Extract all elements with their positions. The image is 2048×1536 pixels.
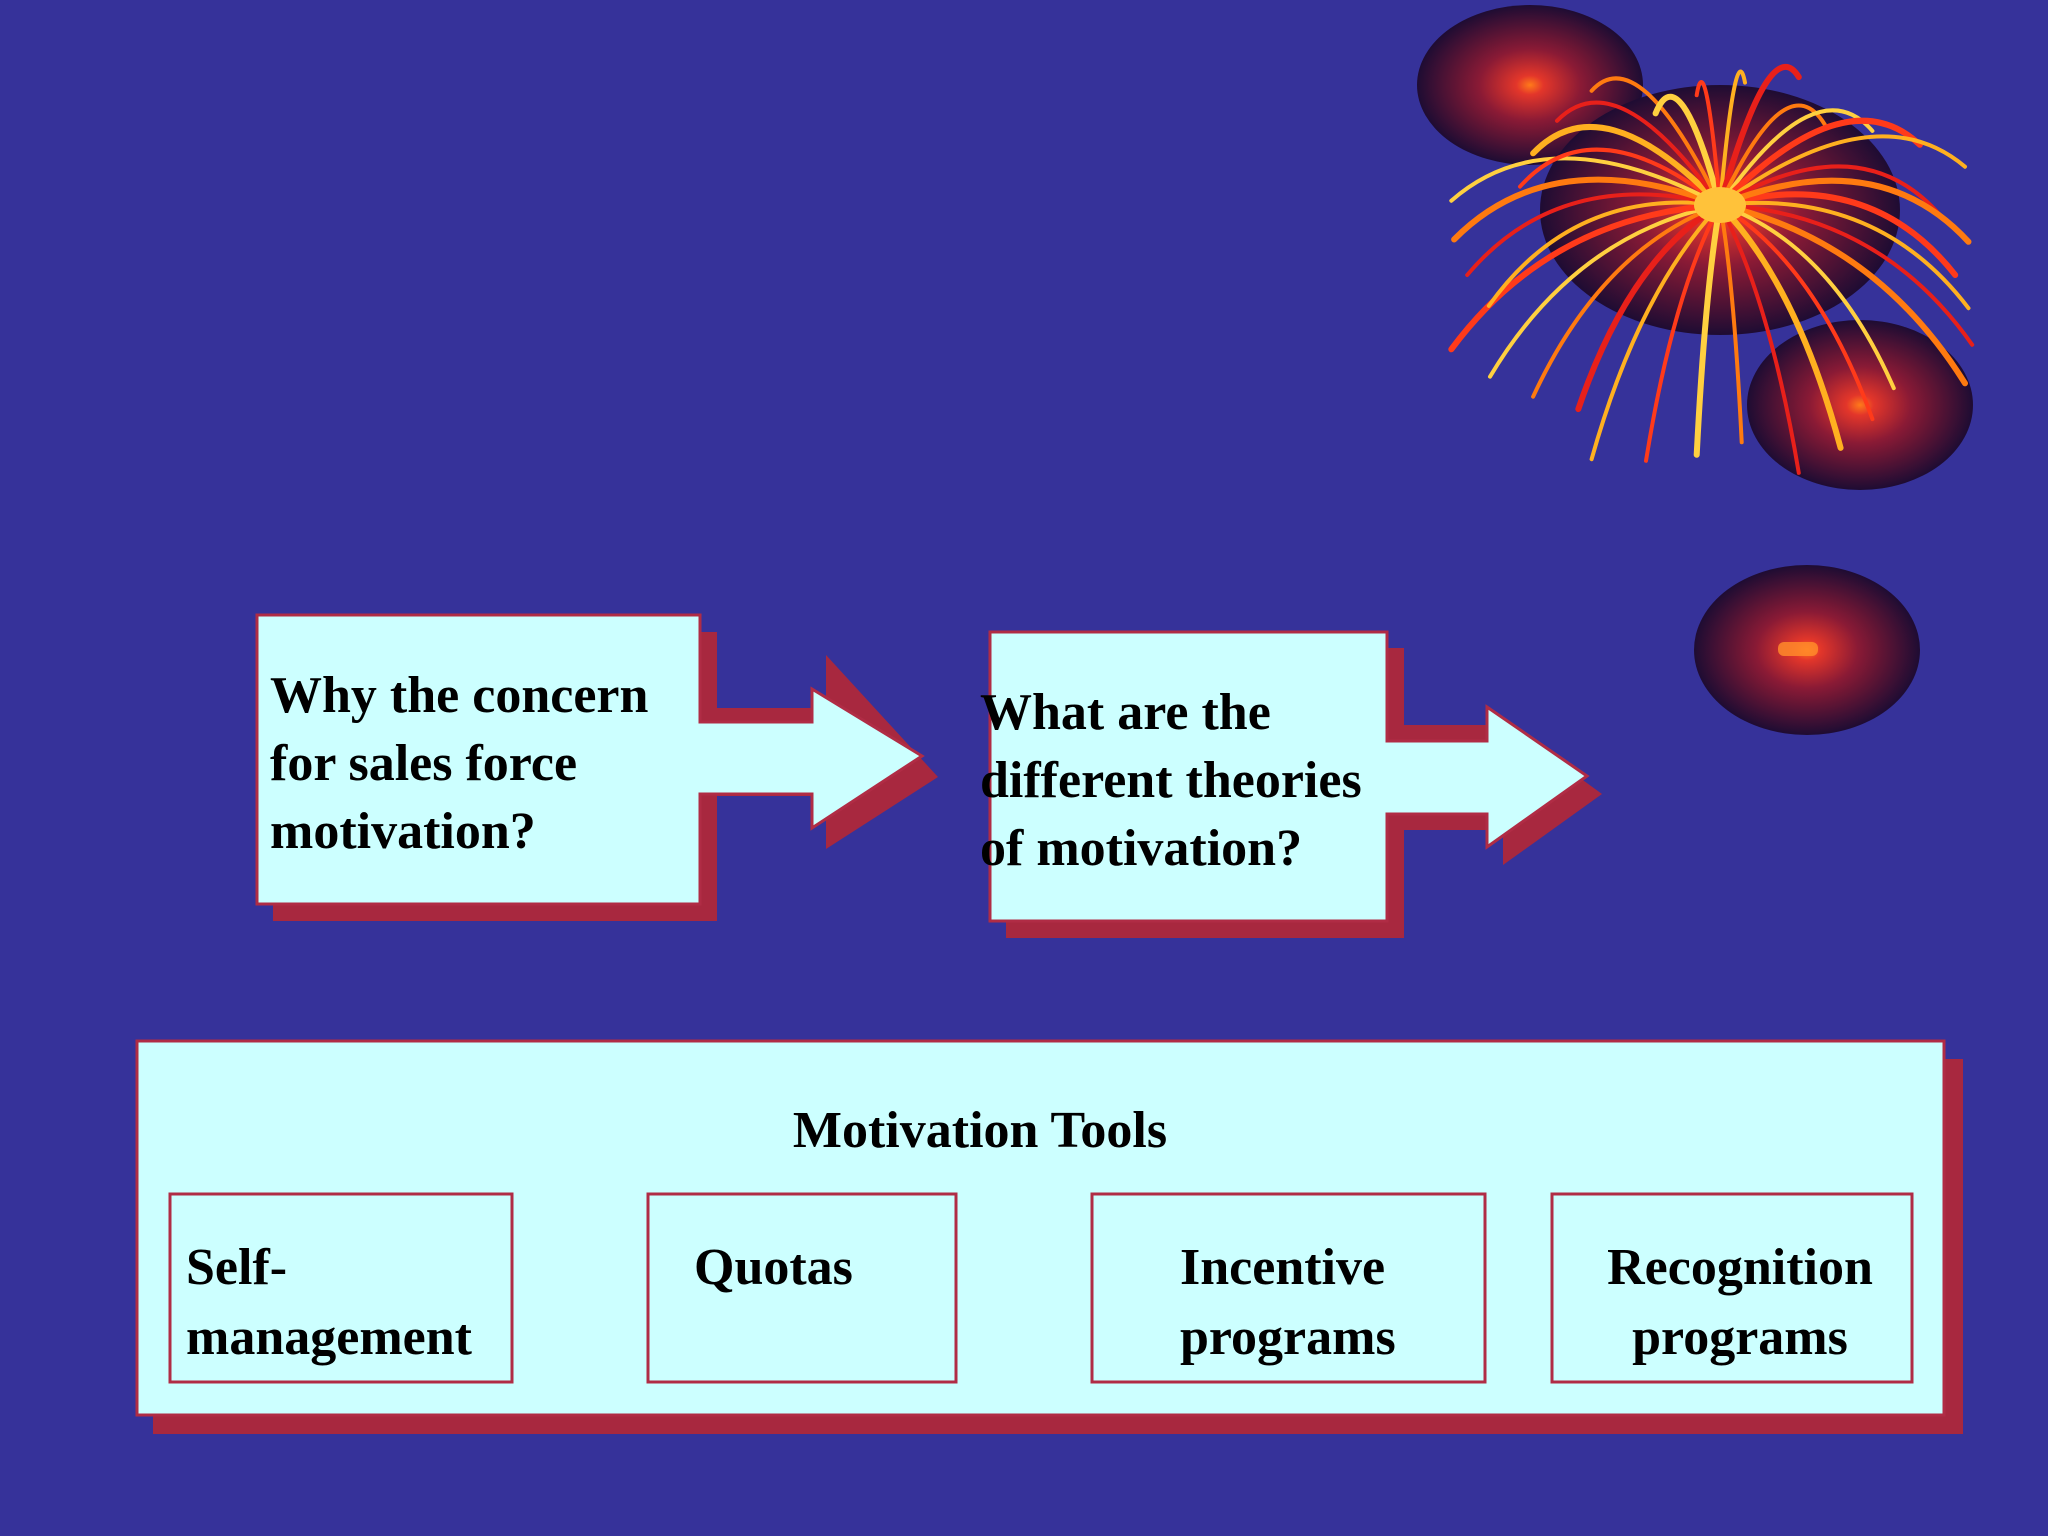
spark-ray — [1644, 203, 1722, 463]
tool-box-quotas — [646, 1192, 958, 1384]
spark-ray — [1717, 191, 1959, 278]
spark-ray — [1717, 202, 1844, 451]
spark-ray — [1718, 203, 1896, 391]
flow-step-1-question: Why the concern for sales force motivati… — [270, 667, 649, 860]
spark-ray — [1589, 203, 1722, 462]
spark-core — [1694, 187, 1746, 223]
spark-ray — [1718, 200, 1971, 311]
spark-ray — [1718, 203, 1744, 445]
spark-ray — [1575, 202, 1723, 413]
spark-ray — [1717, 177, 1972, 245]
spark-ray — [1718, 203, 1875, 422]
spark-ray — [1449, 156, 1722, 207]
tool-recognition-programs-label: Recognition programs — [1607, 1239, 1873, 1366]
spark-ray — [1717, 202, 1968, 387]
spark-ray — [1555, 100, 1722, 207]
spark-ray — [1717, 63, 1802, 208]
tool-box-self-management — [168, 1192, 514, 1384]
spark-ray — [1718, 164, 1942, 217]
motivation-tools-panel — [135, 1039, 1963, 1434]
flow-step-2 — [988, 630, 1602, 938]
spark-ray — [1488, 203, 1722, 379]
spark-burst-clipart — [1417, 5, 1975, 735]
spark-ray — [1518, 147, 1722, 207]
spark-rays — [1448, 63, 1975, 475]
spark-ray — [1589, 76, 1722, 207]
tool-self-management-label: Self- management — [186, 1239, 472, 1366]
spark-ray — [1693, 202, 1723, 458]
tool-quotas-label: Quotas — [694, 1239, 853, 1296]
spark-ray — [1694, 80, 1722, 207]
flow-step-1 — [255, 613, 938, 921]
flow-step-1-box — [255, 613, 925, 906]
spark-ray — [1718, 134, 1967, 207]
tool-box-recognition-programs — [1550, 1192, 1914, 1384]
motivation-tools-title: Motivation Tools — [792, 1102, 1168, 1159]
spark-ray — [1448, 202, 1723, 353]
flow-step-2-question: What are the different theories of motiv… — [980, 684, 1362, 877]
spark-ray — [1530, 123, 1723, 208]
spark-ray — [1486, 200, 1722, 308]
spark-ray — [1718, 69, 1747, 207]
spark-ray — [1451, 176, 1723, 243]
spark-ray — [1718, 203, 1801, 475]
spark-ray — [1652, 93, 1723, 208]
spark-ray — [1718, 203, 1975, 347]
tool-box-incentive-programs — [1090, 1192, 1487, 1384]
flow-step-2-box — [988, 630, 1590, 923]
spark-ray — [1531, 203, 1722, 399]
spark-ray — [1465, 192, 1722, 277]
tool-incentive-programs-label: Incentive programs — [1180, 1239, 1396, 1366]
orb-lower-right — [1747, 320, 1973, 490]
spark-ray — [1717, 117, 1923, 208]
orb-solo-glow — [1778, 642, 1818, 656]
